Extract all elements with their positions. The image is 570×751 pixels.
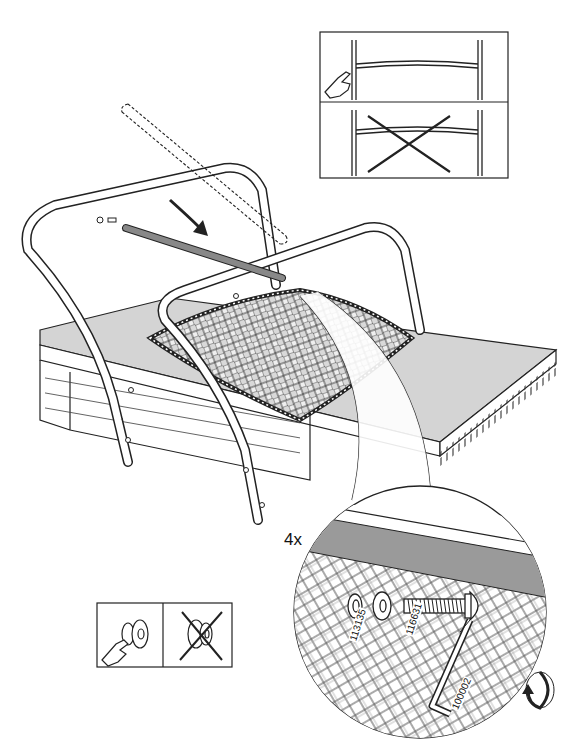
- quantity-label: 4x: [283, 531, 303, 548]
